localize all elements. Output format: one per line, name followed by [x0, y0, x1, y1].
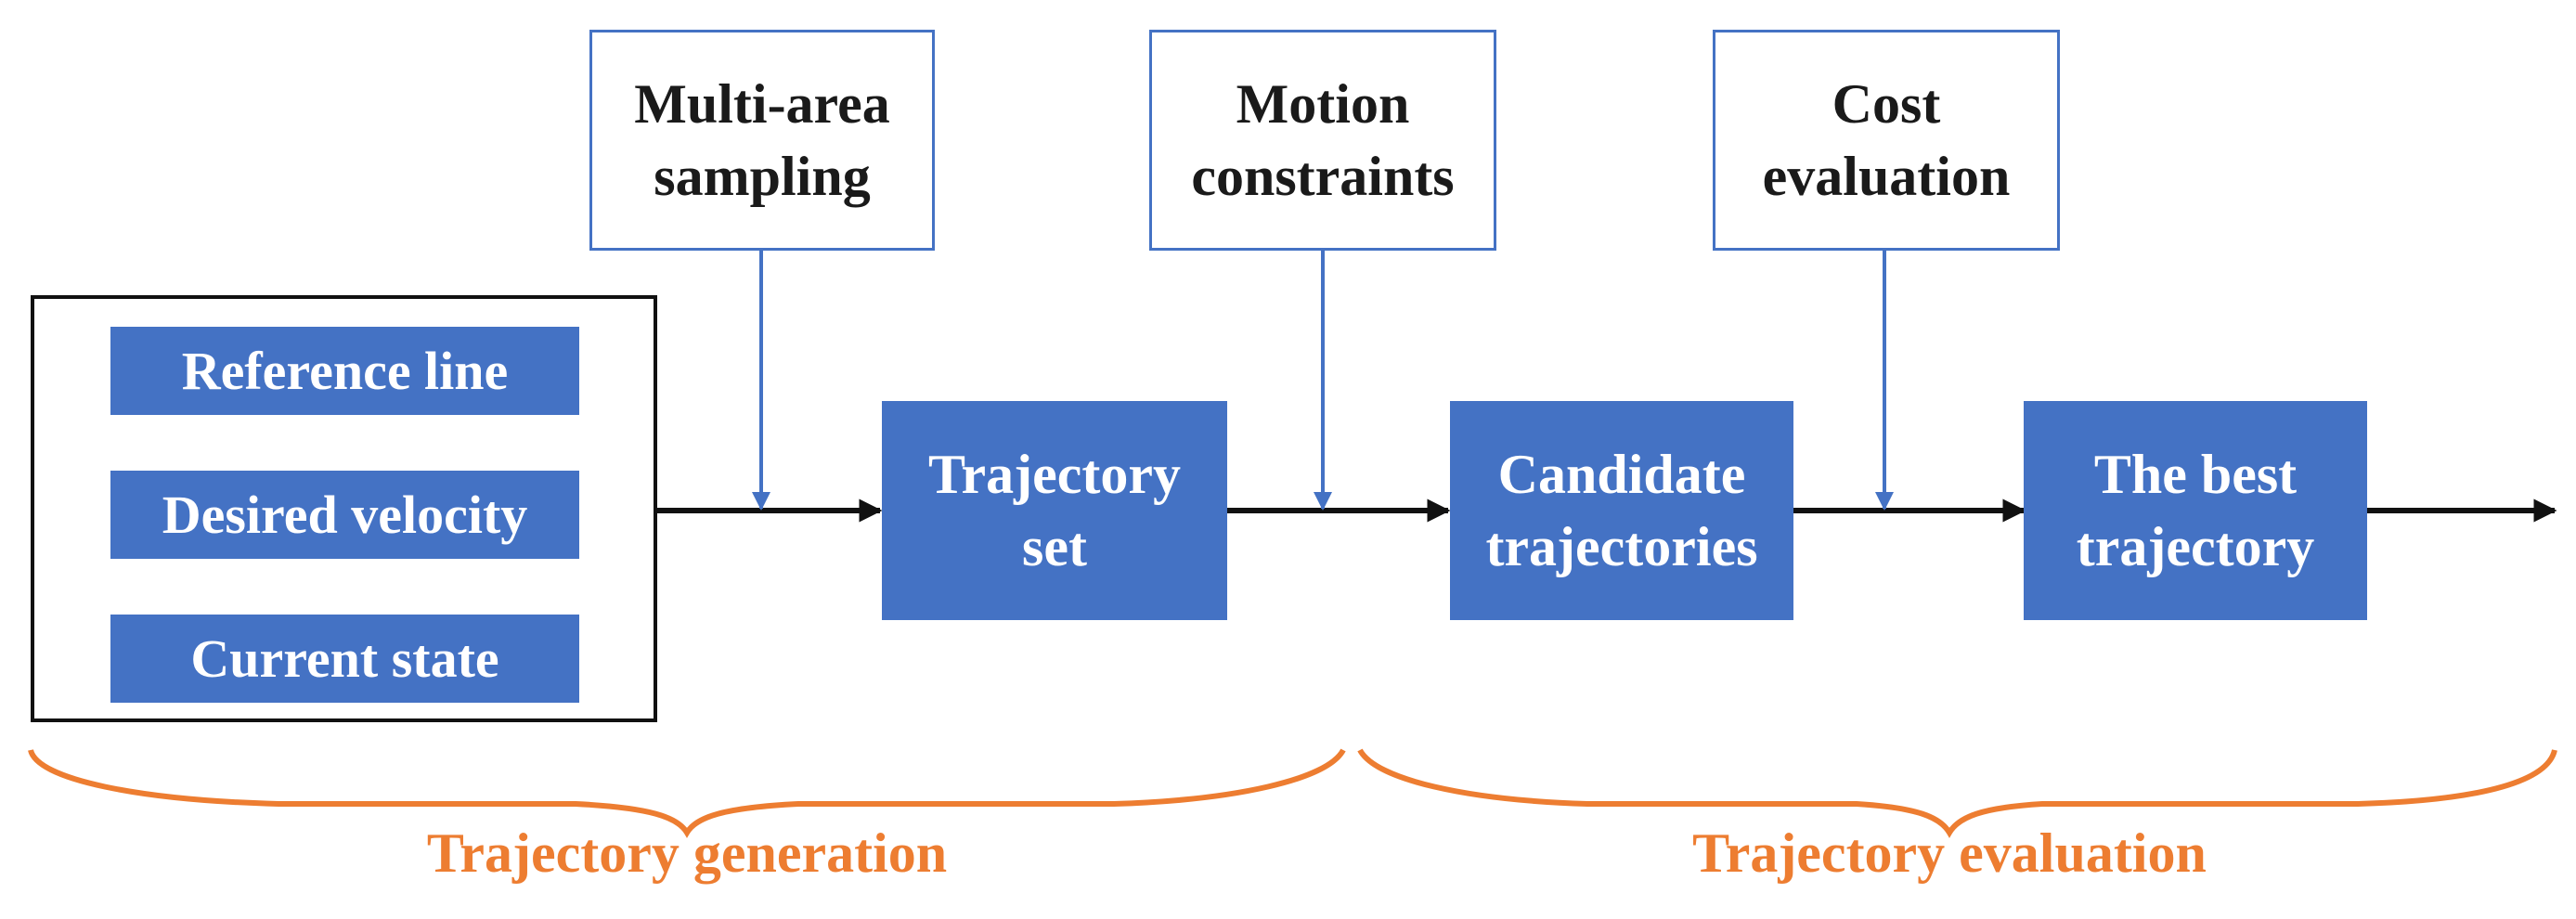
desired-velocity-label: Desired velocity — [162, 484, 528, 545]
desired-velocity-box: Desired velocity — [110, 471, 579, 559]
motion-constraints-line-1: Motion — [1236, 73, 1410, 135]
input-group: Reference line Desired velocity Current … — [31, 295, 657, 722]
reference-line-label: Reference line — [181, 340, 509, 401]
candidate-trajectories-line-2: trajectories — [1485, 516, 1758, 577]
trajectory-set-box: Trajectory set — [882, 401, 1227, 620]
reference-line-box: Reference line — [110, 327, 579, 415]
multi-area-sampling-box: Multi-area sampling — [589, 30, 935, 251]
candidate-trajectories-box: Candidate trajectories — [1450, 401, 1793, 620]
candidate-trajectories-line-1: Candidate — [1497, 444, 1746, 505]
cost-evaluation-line-2: evaluation — [1762, 146, 2011, 207]
current-state-box: Current state — [110, 615, 579, 703]
trajectory-set-line-1: Trajectory — [927, 444, 1182, 505]
motion-constraints-line-2: constraints — [1191, 146, 1455, 207]
multi-area-sampling-line-1: Multi-area — [634, 73, 890, 135]
best-trajectory-line-2: trajectory — [2076, 516, 2315, 577]
multi-area-sampling-line-2: sampling — [654, 146, 871, 207]
trajectory-generation-label: Trajectory generation — [426, 822, 948, 884]
best-trajectory-line-1: The best — [2093, 444, 2298, 505]
motion-constraints-box: Motion constraints — [1149, 30, 1496, 251]
brace-trajectory-generation — [28, 748, 1346, 838]
trajectory-set-line-2: set — [1022, 516, 1087, 577]
trajectory-evaluation-label: Trajectory evaluation — [1692, 822, 2207, 884]
cost-evaluation-line-1: Cost — [1832, 73, 1941, 135]
cost-evaluation-box: Cost evaluation — [1713, 30, 2060, 251]
brace-trajectory-evaluation — [1357, 748, 2557, 838]
best-trajectory-box: The best trajectory — [2024, 401, 2367, 620]
current-state-label: Current state — [190, 628, 499, 689]
